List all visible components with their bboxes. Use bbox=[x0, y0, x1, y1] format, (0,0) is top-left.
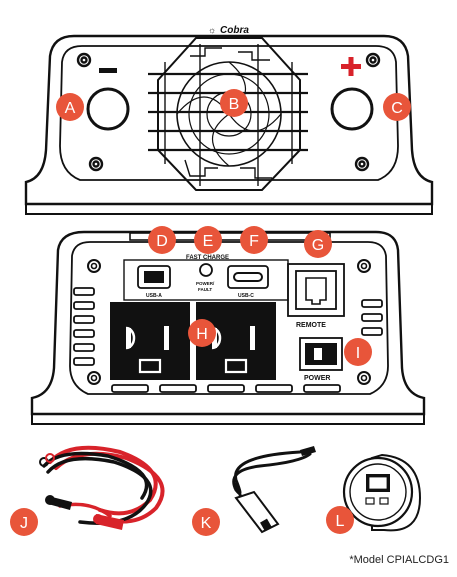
svg-text:C: C bbox=[391, 100, 403, 117]
svg-text:A: A bbox=[65, 100, 76, 117]
usb-c-port[interactable] bbox=[228, 266, 268, 288]
usb-a-port[interactable] bbox=[138, 266, 170, 288]
svg-text:L: L bbox=[336, 513, 345, 530]
svg-text:G: G bbox=[312, 237, 324, 254]
svg-text:FAULT: FAULT bbox=[198, 287, 212, 292]
brand-name: Cobra bbox=[220, 25, 249, 36]
positive-mark bbox=[341, 57, 361, 76]
callout-l: L bbox=[326, 506, 354, 534]
bottom-vents bbox=[112, 385, 340, 392]
callout-f: F bbox=[240, 226, 268, 254]
power-fault-led bbox=[200, 264, 212, 276]
svg-text:D: D bbox=[156, 233, 168, 250]
remote-display bbox=[344, 455, 420, 530]
fast-charge-group: FAST CHARGE USB-A POWER/ FAULT USB-C bbox=[124, 255, 288, 300]
callout-i: I bbox=[344, 338, 372, 366]
callout-j: J bbox=[10, 508, 38, 536]
svg-text:USB-A: USB-A bbox=[146, 293, 162, 299]
svg-text:F: F bbox=[249, 233, 259, 250]
callout-h: H bbox=[188, 319, 216, 347]
left-vents bbox=[74, 288, 94, 365]
svg-text:I: I bbox=[356, 345, 360, 362]
callout-d: D bbox=[148, 226, 176, 254]
callout-g: G bbox=[304, 230, 332, 258]
battery-clamp-black bbox=[45, 495, 72, 510]
model-footnote: *Model CPIALCDG1 bbox=[349, 554, 449, 566]
negative-mark bbox=[99, 68, 117, 73]
svg-text:K: K bbox=[201, 515, 212, 532]
callout-c: C bbox=[383, 93, 411, 121]
svg-text:USB-C: USB-C bbox=[238, 293, 254, 299]
power-label: POWER bbox=[304, 375, 330, 382]
svg-text:☼: ☼ bbox=[208, 25, 216, 35]
svg-text:POWER/: POWER/ bbox=[196, 281, 215, 286]
power-switch[interactable] bbox=[300, 338, 342, 370]
callout-k: K bbox=[192, 508, 220, 536]
callout-b: B bbox=[220, 89, 248, 117]
remote-label: REMOTE bbox=[296, 322, 326, 329]
svg-text:B: B bbox=[229, 96, 240, 113]
callout-a: A bbox=[56, 93, 84, 121]
svg-text:H: H bbox=[196, 326, 208, 343]
lighter-plug-cable bbox=[234, 452, 310, 500]
battery-cables bbox=[44, 448, 163, 523]
cobra-logo: ☼ Cobra bbox=[208, 25, 249, 36]
svg-text:J: J bbox=[20, 515, 28, 532]
remote-jack[interactable] bbox=[288, 264, 344, 316]
right-vents bbox=[362, 300, 382, 335]
callout-e: E bbox=[194, 226, 222, 254]
svg-text:E: E bbox=[203, 233, 214, 250]
